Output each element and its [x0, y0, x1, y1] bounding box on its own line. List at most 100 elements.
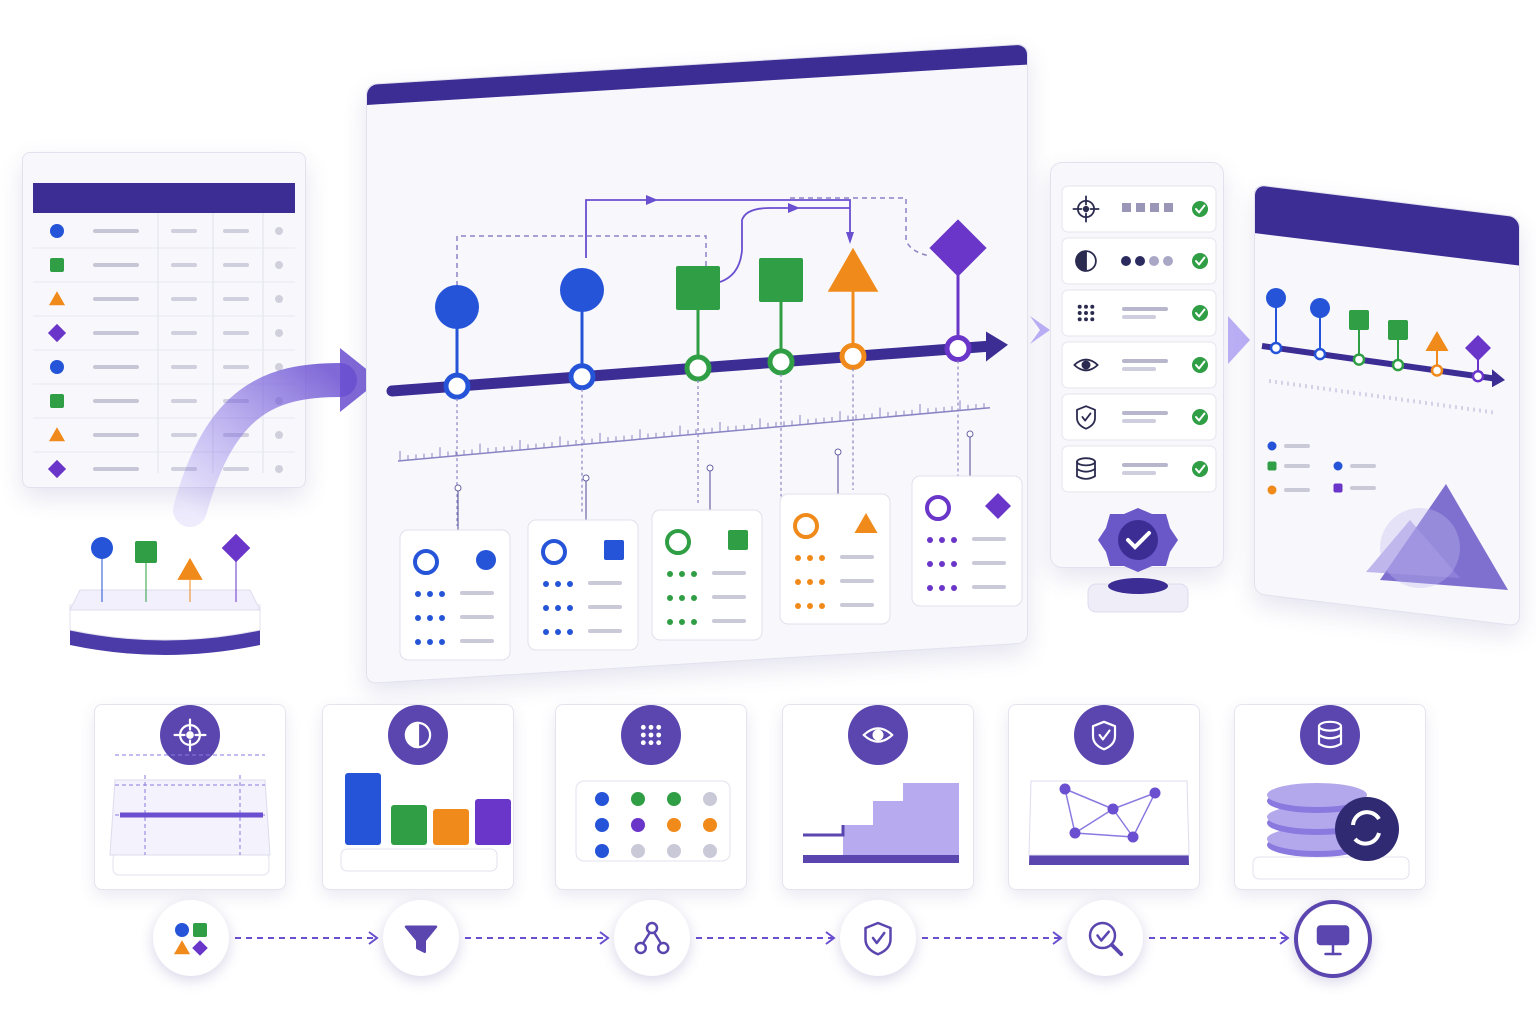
item-bar	[1122, 367, 1156, 371]
pipeline-step[interactable]	[383, 900, 459, 976]
database-disk-top	[1267, 783, 1367, 807]
row-shape-marker	[48, 291, 66, 306]
row-bar	[223, 263, 249, 267]
item-bar	[1122, 419, 1156, 423]
pipeline-step[interactable]	[1294, 900, 1372, 978]
flow-arrowhead	[340, 348, 380, 412]
shield-check-icon	[864, 921, 892, 956]
preview-node	[1269, 341, 1283, 355]
row-bar	[171, 433, 197, 437]
card-line	[840, 579, 874, 583]
row-bar	[171, 229, 197, 233]
card-dot	[927, 585, 933, 591]
stage-tile[interactable]	[555, 704, 747, 890]
crosshair-icon	[1072, 195, 1100, 223]
check-icon	[1195, 360, 1206, 370]
graph-edge	[1064, 788, 1076, 834]
mountain-glow	[1380, 508, 1460, 588]
dependency-link	[585, 199, 851, 258]
row-bar	[171, 399, 197, 403]
pipeline-step[interactable]	[153, 900, 229, 976]
swatch	[1164, 203, 1173, 212]
event-node	[944, 335, 972, 363]
network-graph-illustration	[1028, 705, 1190, 865]
presentation-icon	[1316, 925, 1350, 956]
preview-event-marker	[1465, 335, 1491, 361]
bar-block	[345, 773, 381, 845]
matrix-dot	[667, 844, 681, 858]
stage-tile[interactable]	[782, 704, 974, 890]
purple-diamond-event-icon	[929, 219, 987, 277]
contrast-icon	[1075, 250, 1097, 272]
grid-dots-icon	[1077, 304, 1095, 322]
row-bar	[93, 331, 139, 335]
stage-tile[interactable]	[1234, 704, 1426, 890]
card-dot	[427, 615, 433, 621]
matrix-dot	[595, 792, 609, 806]
item-bar	[1122, 463, 1168, 467]
row-bar	[171, 365, 197, 369]
timeline-ruler	[397, 406, 991, 462]
link-arrowhead	[846, 232, 854, 244]
badge-core	[1118, 520, 1158, 560]
card-line	[588, 581, 622, 585]
pipeline-step[interactable]	[614, 900, 690, 976]
source-table-grid	[33, 213, 295, 479]
card-dot	[543, 581, 549, 587]
card-line	[712, 595, 746, 599]
crosshair-icon	[173, 718, 207, 752]
event-node	[568, 363, 596, 391]
link-arrowhead	[788, 203, 800, 213]
matrix-dot	[631, 818, 645, 832]
row-bar	[223, 467, 249, 471]
card-dot	[795, 579, 801, 585]
row-shape-marker	[47, 323, 67, 343]
pipeline-step[interactable]	[1067, 900, 1143, 976]
stage-tile[interactable]	[1008, 704, 1200, 890]
card-shape-icon	[604, 540, 624, 560]
bar-block	[391, 805, 427, 845]
tile-icon-badge	[1300, 705, 1360, 765]
row-dot	[275, 261, 283, 269]
bar-block	[433, 809, 469, 845]
platform-top	[69, 589, 261, 611]
graph-node	[1107, 803, 1119, 815]
row-bar	[223, 229, 249, 233]
row-shape-marker	[50, 394, 64, 408]
blue-circle-event-icon	[435, 285, 479, 329]
stage-tile[interactable]	[322, 704, 514, 890]
card-line	[460, 615, 494, 619]
pipeline-step-icon-frame	[634, 921, 670, 955]
legend-line	[1284, 444, 1310, 448]
swatch	[1149, 256, 1159, 266]
item-bar	[1122, 471, 1156, 475]
card-line	[460, 591, 494, 595]
row-bar	[223, 331, 249, 335]
card-dot	[691, 619, 697, 625]
item-bar	[1122, 359, 1168, 363]
row-dot	[275, 363, 283, 371]
card-line	[588, 629, 622, 633]
preview-event-marker	[1266, 288, 1286, 308]
card-dot	[555, 605, 561, 611]
source-table-panel	[22, 152, 306, 488]
platform-body	[69, 604, 261, 641]
row-shape-marker	[50, 258, 64, 272]
pipeline-step[interactable]	[840, 900, 916, 976]
stage-tile[interactable]	[94, 704, 286, 890]
card-line	[588, 605, 622, 609]
row-shape-marker	[50, 360, 64, 374]
input-shape-marker	[91, 537, 113, 559]
pipeline-arrowhead	[1279, 931, 1290, 945]
swatch	[1135, 256, 1145, 266]
item-bar	[1122, 307, 1168, 311]
mini-circle	[175, 923, 189, 937]
pipeline-step-icon-frame	[173, 923, 208, 956]
card-dot	[691, 571, 697, 577]
checklist-item	[1061, 393, 1217, 441]
card-shape-icon	[985, 493, 1011, 519]
matrix-dot	[595, 818, 609, 832]
